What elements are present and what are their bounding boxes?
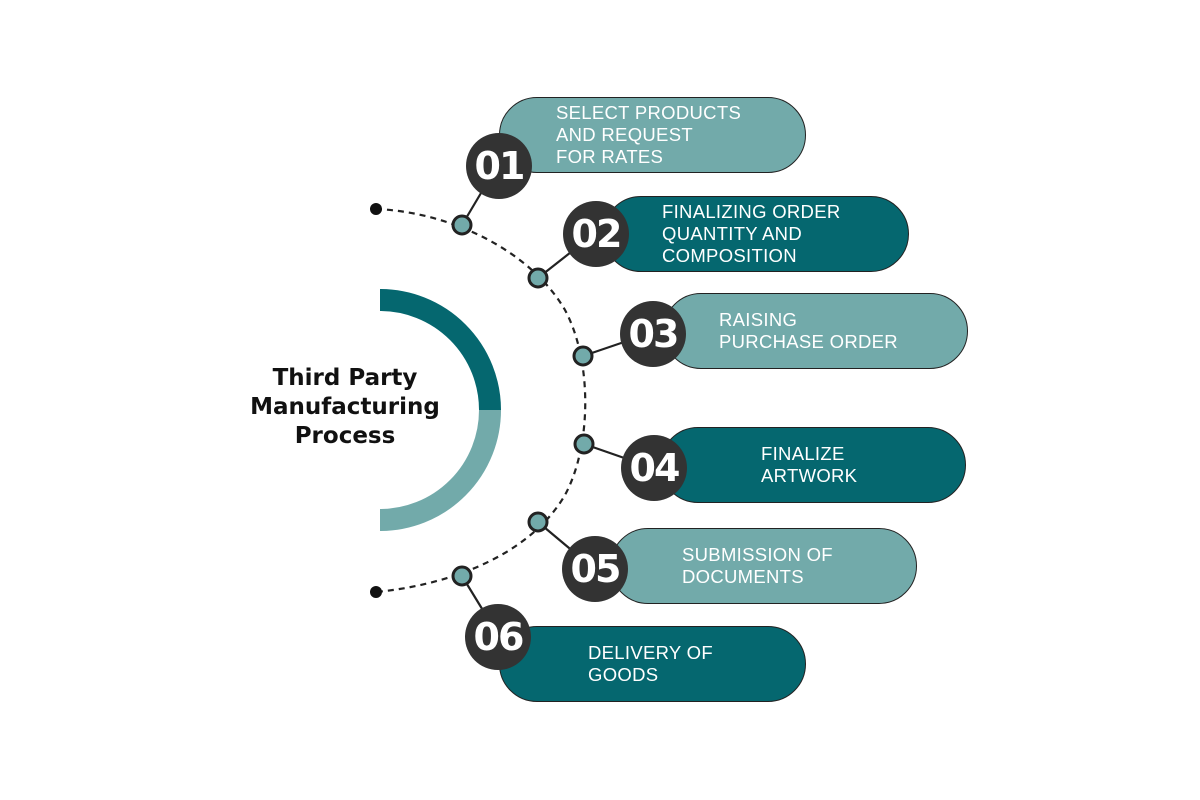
step-01-badge: 01: [466, 133, 532, 199]
step-03-line-1: RAISING: [719, 309, 798, 330]
timeline-end-dot: [370, 586, 382, 598]
node-01: [451, 214, 473, 236]
step-04-pill: FINALIZE ARTWORK: [660, 427, 966, 503]
node-04: [573, 433, 595, 455]
node-05: [527, 511, 549, 533]
step-01-text: SELECT PRODUCTS AND REQUEST FOR RATES: [556, 102, 741, 168]
step-06-line-1: DELIVERY OF: [588, 642, 713, 663]
connector-nodes: [451, 214, 595, 587]
title-line-1: Third Party: [272, 365, 418, 391]
step-06-line-2: GOODS: [588, 664, 659, 685]
step-05-line-2: DOCUMENTS: [682, 566, 804, 587]
step-01-line-2: AND REQUEST: [556, 124, 693, 145]
step-02-line-3: COMPOSITION: [662, 245, 797, 266]
step-06-text: DELIVERY OF GOODS: [588, 642, 713, 686]
step-05-text: SUBMISSION OF DOCUMENTS: [682, 544, 833, 588]
step-02-line-1: FINALIZING ORDER: [662, 201, 841, 222]
node-03: [572, 345, 594, 367]
step-05-pill: SUBMISSION OF DOCUMENTS: [610, 528, 917, 604]
node-02: [527, 267, 549, 289]
step-02-pill: FINALIZING ORDER QUANTITY AND COMPOSITIO…: [603, 196, 909, 272]
step-04-badge: 04: [621, 435, 687, 501]
step-03-line-2: PURCHASE ORDER: [719, 331, 898, 352]
step-01-pill: SELECT PRODUCTS AND REQUEST FOR RATES: [499, 97, 806, 173]
step-04-line-1: FINALIZE: [761, 443, 845, 464]
step-03-pill: RAISING PURCHASE ORDER: [663, 293, 968, 369]
diagram-title: Third Party Manufacturing Process: [215, 364, 475, 451]
ring-upper-arc: [379, 289, 501, 411]
step-06-badge: 06: [465, 604, 531, 670]
dashed-timeline-arc: [375, 207, 587, 594]
ring-lower-arc: [379, 409, 501, 531]
step-05-line-1: SUBMISSION OF: [682, 544, 833, 565]
step-05-badge: 05: [562, 536, 628, 602]
title-line-2: Manufacturing: [250, 394, 440, 420]
step-01-line-3: FOR RATES: [556, 146, 664, 167]
step-02-line-2: QUANTITY AND: [662, 223, 802, 244]
step-01-line-1: SELECT PRODUCTS: [556, 102, 742, 123]
step-03-badge: 03: [620, 301, 686, 367]
step-02-badge: 02: [563, 201, 629, 267]
step-03-text: RAISING PURCHASE ORDER: [719, 309, 898, 353]
step-06-pill: DELIVERY OF GOODS: [499, 626, 806, 702]
title-line-3: Process: [294, 423, 396, 449]
step-04-text: FINALIZE ARTWORK: [761, 443, 857, 487]
step-02-text: FINALIZING ORDER QUANTITY AND COMPOSITIO…: [662, 201, 841, 267]
timeline-start-dot: [370, 203, 382, 215]
step-04-line-2: ARTWORK: [761, 465, 858, 486]
node-06: [451, 565, 473, 587]
